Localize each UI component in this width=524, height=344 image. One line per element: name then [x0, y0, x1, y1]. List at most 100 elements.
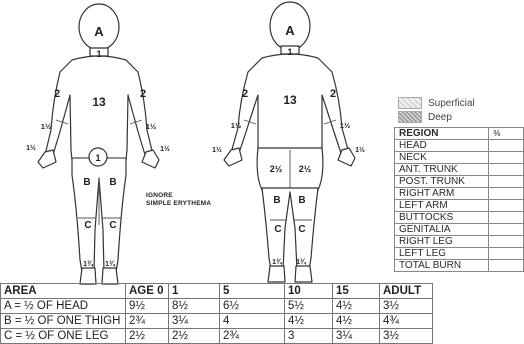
value-cell: 3½: [380, 329, 433, 344]
area-header: AREA: [1, 284, 126, 299]
back-label-head: A: [285, 23, 295, 38]
table-row: LEFT LEG: [395, 248, 524, 260]
back-label-foot-left: 1¾: [296, 258, 307, 266]
superficial-swatch: [398, 97, 422, 109]
region-name: BUTTOCKS: [395, 212, 489, 224]
back-figure: A 1 2 2 13 1½ 1½ 1½ 1½ 2½ 2½ B B C C 1¾ …: [212, 2, 365, 282]
back-label-arm-left: 2: [330, 88, 336, 100]
table-row: RIGHT LEG: [395, 236, 524, 248]
value-cell: 4: [220, 314, 285, 329]
back-label-forearm-left: 1½: [340, 121, 350, 130]
table-row: A = ½ OF HEAD 9½ 8½ 6½ 5½ 4½ 3½: [1, 299, 433, 314]
age-0-header: AGE 0: [126, 284, 169, 299]
area-cell: B = ½ OF ONE THIGH: [1, 314, 126, 329]
back-label-forearm-right: 1½: [231, 121, 241, 130]
age-area-table: AREA AGE 0 1 5 10 15 ADULT A = ½ OF HEAD…: [0, 283, 433, 344]
back-label-leg-right: C: [274, 224, 281, 235]
table-row: BUTTOCKS: [395, 212, 524, 224]
deep-swatch: [398, 111, 422, 123]
front-label-leg-left: C: [109, 220, 116, 231]
table-row: POST. TRUNK: [395, 176, 524, 188]
region-percent-cell[interactable]: [489, 164, 524, 176]
value-cell: 5½: [285, 299, 333, 314]
front-label-forearm-left: 1½: [146, 122, 156, 131]
value-cell: 4½: [333, 314, 380, 329]
back-label-trunk: 13: [283, 93, 297, 107]
table-row: C = ½ OF ONE LEG 2½ 2½ 2¾ 3 3¼ 3½: [1, 329, 433, 344]
age-5-header: 5: [220, 284, 285, 299]
area-cell: A = ½ OF HEAD: [1, 299, 126, 314]
front-label-forearm-right: 1½: [41, 122, 51, 131]
percent-header: %: [489, 128, 524, 140]
value-cell: 3: [285, 329, 333, 344]
front-figure: A 1 2 2 13 1½ 1½ 1½ 1½ 1 B B C C 1¾ 1¾: [26, 4, 170, 284]
back-label-foot-right: 1¾: [272, 258, 283, 266]
value-cell: 2½: [126, 329, 169, 344]
value-cell: 3½: [380, 299, 433, 314]
table-row: RIGHT ARM: [395, 188, 524, 200]
back-label-thigh-left: B: [298, 195, 305, 206]
value-cell: 2½: [169, 329, 220, 344]
age-1-header: 1: [169, 284, 220, 299]
region-percent-cell[interactable]: [489, 176, 524, 188]
region-name: TOTAL BURN: [395, 260, 489, 272]
legend-superficial: Superficial: [398, 96, 475, 110]
back-label-hand-right: 1½: [212, 146, 222, 154]
area-cell: C = ½ OF ONE LEG: [1, 329, 126, 344]
region-header: REGION: [395, 128, 489, 140]
front-label-hand-left: 1½: [160, 145, 170, 153]
back-label-arm-right: 2: [242, 88, 248, 100]
age-10-header: 10: [285, 284, 333, 299]
table-row: LEFT ARM: [395, 200, 524, 212]
table-row: GENITALIA: [395, 224, 524, 236]
front-label-foot-right: 1¾: [83, 260, 94, 268]
value-cell: 2¾: [126, 314, 169, 329]
region-percent-cell[interactable]: [489, 152, 524, 164]
value-cell: 2¾: [220, 329, 285, 344]
region-name: RIGHT LEG: [395, 236, 489, 248]
note-line-1: IGNORE: [146, 192, 211, 200]
front-label-leg-right: C: [84, 220, 91, 231]
region-percent-cell[interactable]: [489, 260, 524, 272]
legend-superficial-label: Superficial: [428, 98, 475, 109]
region-name: HEAD: [395, 140, 489, 152]
value-cell: 3¼: [169, 314, 220, 329]
region-name: POST. TRUNK: [395, 176, 489, 188]
front-label-thigh-right: B: [83, 177, 90, 188]
front-label-neck: 1: [96, 49, 101, 59]
front-label-arm-left: 2: [140, 88, 146, 100]
adult-header: ADULT: [380, 284, 433, 299]
region-percent-cell[interactable]: [489, 212, 524, 224]
front-label-head: A: [94, 24, 104, 39]
legend-deep-label: Deep: [428, 112, 452, 123]
front-label-trunk: 13: [92, 95, 106, 109]
value-cell: 9½: [126, 299, 169, 314]
region-percent-cell[interactable]: [489, 140, 524, 152]
front-label-hand-right: 1½: [26, 144, 36, 152]
table-row: ANT. TRUNK: [395, 164, 524, 176]
value-cell: 6½: [220, 299, 285, 314]
region-percent-cell[interactable]: [489, 188, 524, 200]
value-cell: 4¾: [380, 314, 433, 329]
value-cell: 8½: [169, 299, 220, 314]
region-percent-cell[interactable]: [489, 200, 524, 212]
note-line-2: SIMPLE ERYTHEMA: [146, 200, 211, 208]
table-row: NECK: [395, 152, 524, 164]
table-row: B = ½ OF ONE THIGH 2¾ 3¼ 4 4½ 4½ 4¾: [1, 314, 433, 329]
back-label-buttock-left: 2½: [299, 164, 312, 174]
table-row: TOTAL BURN: [395, 260, 524, 272]
legend-deep: Deep: [398, 110, 475, 124]
back-label-hand-left: 1½: [355, 146, 365, 154]
front-label-genitalia: 1: [95, 153, 100, 163]
value-cell: 4½: [333, 299, 380, 314]
age-15-header: 15: [333, 284, 380, 299]
region-percent-cell[interactable]: [489, 224, 524, 236]
ignore-erythema-note: IGNORE SIMPLE ERYTHEMA: [146, 192, 211, 208]
region-name: LEFT ARM: [395, 200, 489, 212]
region-percent-cell[interactable]: [489, 236, 524, 248]
region-name: NECK: [395, 152, 489, 164]
region-name: LEFT LEG: [395, 248, 489, 260]
front-label-foot-left: 1¾: [105, 260, 116, 268]
region-percent-cell[interactable]: [489, 248, 524, 260]
age-header-row: AREA AGE 0 1 5 10 15 ADULT: [1, 284, 433, 299]
